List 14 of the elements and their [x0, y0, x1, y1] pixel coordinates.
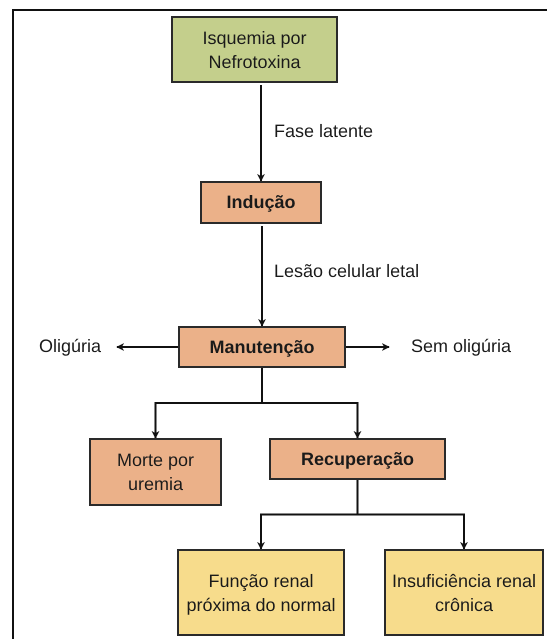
outcome-box: Função renal próxima do normal [177, 549, 345, 636]
outcome-box: Insuficiência renal crônica [384, 549, 544, 636]
arrow [346, 343, 390, 351]
phase-box: Indução [200, 181, 322, 224]
phase-box: Recuperação [269, 438, 446, 480]
arrow [257, 85, 265, 182]
branch-label: Oligúria [30, 334, 110, 358]
outcome-box: Morte por uremia [89, 438, 222, 506]
arrow [116, 343, 178, 351]
branch-label: Sem oligúria [396, 334, 526, 358]
phase-box: Manutenção [178, 326, 346, 368]
arrow [258, 226, 266, 327]
arrow [261, 368, 362, 439]
cause-box: Isquemia por Nefrotoxina [171, 16, 338, 83]
